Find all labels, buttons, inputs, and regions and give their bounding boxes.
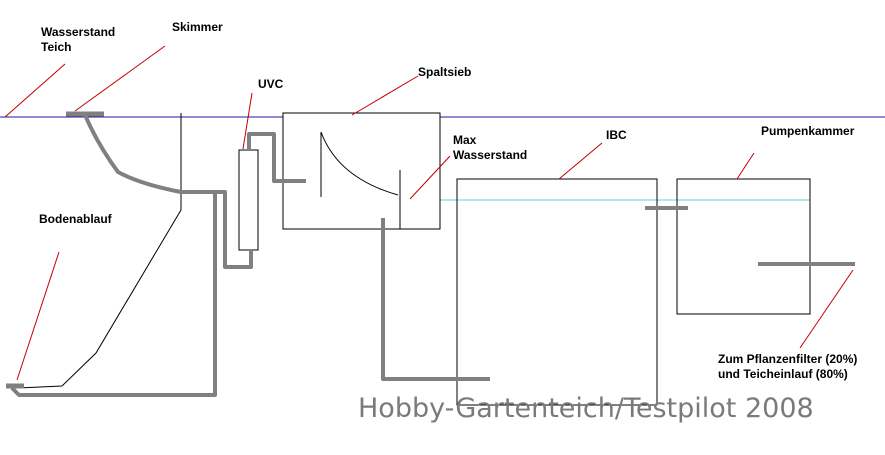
pond-wall-outline bbox=[17, 113, 182, 389]
pump-chamber-box bbox=[676, 178, 811, 315]
uvc-to-sieve-pipe bbox=[247, 132, 306, 183]
label-ibc: IBC bbox=[606, 128, 627, 142]
ibc-box bbox=[456, 178, 658, 406]
uvc-box bbox=[238, 149, 259, 251]
label-uvc: UVC bbox=[258, 77, 284, 91]
spaltsieb-sieve-curve bbox=[320, 131, 399, 197]
label-pflanzenfilter: Zum Pflanzenfilter (20%) und Teicheinlau… bbox=[718, 352, 858, 381]
label-skimmer: Skimmer bbox=[172, 20, 223, 34]
leader-lines bbox=[4, 45, 854, 381]
label-spaltsieb: Spaltsieb bbox=[418, 65, 472, 79]
leader-skimmer bbox=[74, 45, 166, 112]
bottom-drain-pipe bbox=[10, 192, 217, 397]
leader-pflanzenfilter bbox=[799, 269, 854, 349]
leader-max-wasserstand bbox=[409, 155, 451, 200]
leader-uvc bbox=[242, 92, 253, 150]
spaltsieb-box bbox=[282, 112, 441, 230]
leader-spaltsieb bbox=[351, 75, 419, 116]
label-max-wasserstand: Max Wasserstand bbox=[453, 133, 528, 162]
skimmer-pipe bbox=[83, 114, 253, 269]
label-pumpenkammer: Pumpenkammer bbox=[761, 124, 855, 138]
label-bodenablauf: Bodenablauf bbox=[39, 212, 112, 226]
leader-bodenablauf bbox=[16, 251, 60, 381]
watermark: Hobby-Gartenteich/Testpilot 2008 bbox=[358, 393, 814, 424]
pipes bbox=[10, 114, 855, 397]
sieve-to-ibc-pipe bbox=[381, 218, 490, 381]
leader-pumpenkammer bbox=[736, 152, 755, 180]
label-wasserstand-teich: Wasserstand Teich bbox=[41, 25, 116, 54]
leader-wasserstand bbox=[4, 63, 66, 118]
leader-ibc bbox=[558, 142, 603, 180]
